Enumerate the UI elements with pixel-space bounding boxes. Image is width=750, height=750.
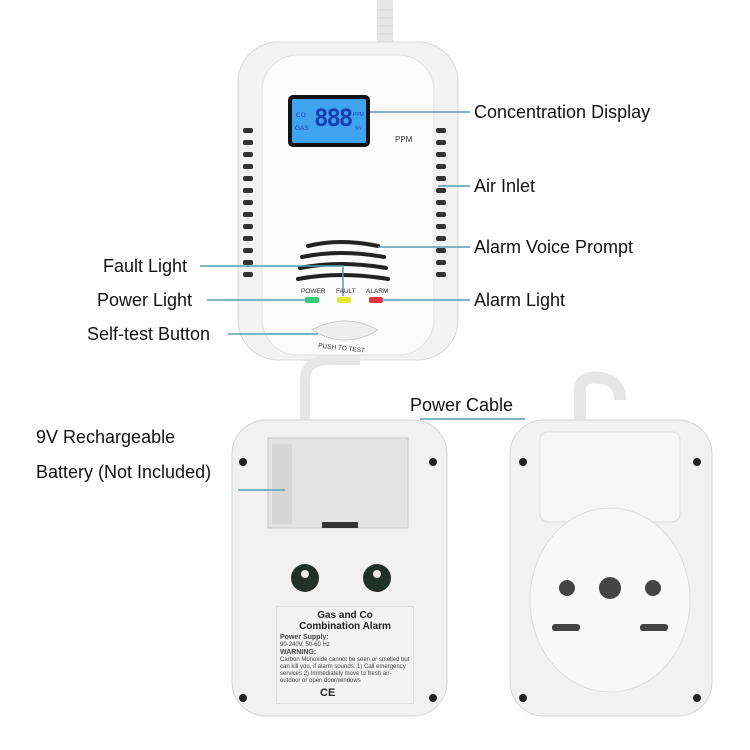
sticker-title-line2: Combination Alarm [299,621,391,632]
ce-mark: CE [320,686,336,699]
lcd-digits: 888 [314,104,353,132]
self-test-button [310,320,380,341]
lcd-gas-label: GAS [295,125,309,132]
leader-lines [200,111,525,491]
label-self-test-button: Self-test Button [87,324,211,344]
alarm-led [369,297,383,303]
lcd-ppm-label: PPM [353,112,364,118]
ppm-label: PPM [395,135,413,144]
power-led [305,297,319,303]
label-alarm-voice-prompt: Alarm Voice Prompt [474,237,634,257]
lcd-screen [292,99,366,143]
lcd-co-label: CO [296,112,306,119]
sticker-power-heading: Power Supply: [280,634,329,641]
lcd-percent-label: % [355,125,361,132]
sticker-warning-heading: WARNING: [280,648,317,656]
sticker-title-line1: Gas and Co [317,610,373,621]
power-led-label: POWER [301,288,326,295]
sticker-power-value: 90-240V, 50-60 Hz [280,642,330,649]
label-power-light: Power Light [97,290,193,310]
air-inlet-vents-right [436,128,446,277]
air-inlet-vents-left [243,128,253,277]
label-battery-line2: Battery (Not Included) [36,462,212,482]
product-sticker: Gas and Co Combination Alarm Power Suppl… [276,606,414,704]
label-battery-line1: 9V Rechargeable [36,427,176,447]
label-fault-light: Fault Light [103,256,188,276]
plug-plate [529,507,691,693]
fault-led-label: FAULT [336,288,356,295]
alarm-led-label: ALARM [366,288,389,295]
sticker-warning-text: Carbon Monoxide cannot be seen or smelle… [280,656,410,684]
label-power-cable: Power Cable [410,395,514,415]
label-air-inlet: Air Inlet [474,176,536,196]
label-concentration-display: Concentration Display [474,102,651,122]
fault-led [337,297,351,303]
label-alarm-light: Alarm Light [474,290,566,310]
